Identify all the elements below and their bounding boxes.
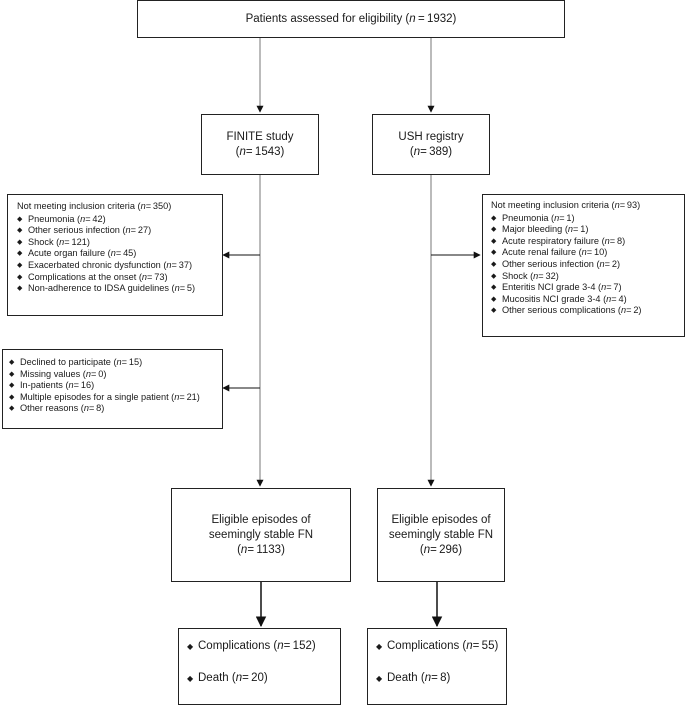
diamond-bullet-icon: ◆ — [17, 250, 23, 258]
ush-registry-title: USH registry — [398, 130, 464, 143]
diamond-bullet-icon: ◆ — [376, 674, 383, 683]
diamond-bullet-icon: ◆ — [17, 227, 23, 235]
diamond-bullet-icon: ◆ — [376, 642, 383, 651]
diamond-bullet-icon: ◆ — [491, 249, 497, 257]
list-item: ◆Other serious complications (n= 2) — [491, 305, 642, 316]
ush-registry-count: (n= 389) — [409, 145, 453, 158]
diamond-bullet-icon: ◆ — [9, 382, 15, 390]
finite-eligible-line2: seemingly stable FN — [208, 528, 314, 541]
finite-outcome-box: ◆Complications (n= 152) ◆Death (n= 20) — [178, 628, 341, 705]
finite-study-title: FINITE study — [226, 130, 294, 143]
finite-other-exclusions-list: ◆Declined to participate (n= 15) ◆Missin… — [9, 357, 216, 415]
list-item: ◆Declined to participate (n= 15) — [9, 357, 143, 367]
ush-exclusion-header: Not meeting inclusion criteria (n= 93) — [491, 200, 641, 210]
ush-eligible-line2: seemingly stable FN — [388, 528, 494, 541]
list-item: ◆Other reasons (n= 8) — [9, 403, 105, 414]
diamond-bullet-icon: ◆ — [17, 273, 23, 281]
list-item: ◆Non-adherence to IDSA guidelines (n= 5) — [17, 283, 196, 294]
diamond-bullet-icon: ◆ — [491, 237, 497, 245]
list-item: ◆Mucositis NCI grade 3-4 (n= 4) — [491, 293, 627, 304]
finite-exclusion-box: Not meeting inclusion criteria (n= 350) … — [7, 194, 223, 316]
root-box: Patients assessed for eligibility (n = 1… — [137, 0, 565, 38]
finite-study-count: (n= 1543) — [235, 145, 285, 158]
diamond-bullet-icon: ◆ — [9, 359, 15, 366]
list-item: ◆Complications at the onset (n= 73) — [17, 271, 168, 282]
list-item: ◆Acute respiratory failure (n= 8) — [491, 235, 626, 246]
finite-exclusion-header: Not meeting inclusion criteria (n= 350) — [17, 201, 172, 211]
diamond-bullet-icon: ◆ — [491, 284, 497, 292]
list-item: ◆Pneumonia (n= 42) — [17, 213, 106, 224]
diamond-bullet-icon: ◆ — [9, 405, 15, 413]
ush-exclusion-list: ◆Pneumonia (n= 1) ◆Major bleeding (n= 1)… — [491, 213, 680, 317]
list-item: ◆Complications (n= 55) — [376, 640, 499, 652]
list-item: ◆Pneumonia (n= 1) — [491, 212, 575, 223]
finite-study-box: FINITE study (n= 1543) — [201, 114, 319, 175]
diamond-bullet-icon: ◆ — [17, 285, 23, 293]
list-item: ◆Major bleeding (n= 1) — [491, 224, 589, 235]
list-item: ◆Exacerbated chronic dysfunction (n= 37) — [17, 259, 193, 270]
ush-eligible-line1: Eligible episodes of — [391, 513, 491, 526]
list-item: ◆Acute renal failure (n= 10) — [491, 247, 608, 258]
diamond-bullet-icon: ◆ — [491, 295, 497, 303]
list-item: ◆Shock (n= 32) — [491, 270, 559, 281]
list-item: ◆Acute organ failure (n= 45) — [17, 248, 137, 259]
finite-eligible-box: Eligible episodes of seemingly stable FN… — [171, 488, 351, 582]
list-item: ◆Other serious infection (n= 2) — [491, 258, 621, 269]
root-label: Patients assessed for eligibility (n = 1… — [245, 12, 457, 25]
diamond-bullet-icon: ◆ — [17, 238, 23, 246]
diamond-bullet-icon: ◆ — [491, 272, 497, 280]
list-item: ◆Multiple episodes for a single patient … — [9, 391, 200, 402]
diamond-bullet-icon: ◆ — [491, 307, 497, 315]
list-item: ◆Complications (n= 152) — [187, 640, 316, 652]
ush-eligible-box: Eligible episodes of seemingly stable FN… — [377, 488, 505, 582]
list-item: ◆In-patients (n= 16) — [9, 380, 95, 391]
diamond-bullet-icon: ◆ — [491, 260, 497, 268]
finite-exclusion-list: ◆Pneumonia (n= 42) ◆Other serious infect… — [17, 214, 216, 295]
list-item: ◆Shock (n= 121) — [17, 236, 90, 247]
ush-outcome-box: ◆Complications (n= 55) ◆Death (n= 8) — [367, 628, 507, 705]
diamond-bullet-icon: ◆ — [491, 226, 497, 234]
ush-exclusion-box: Not meeting inclusion criteria (n= 93) ◆… — [482, 194, 685, 337]
finite-eligible-line1: Eligible episodes of — [211, 513, 311, 526]
diamond-bullet-icon: ◆ — [17, 215, 23, 223]
list-item: ◆Enteritis NCI grade 3-4 (n= 7) — [491, 282, 622, 293]
list-item: ◆Death (n= 8) — [376, 672, 451, 684]
list-item: ◆Death (n= 20) — [187, 672, 268, 684]
finite-eligible-count: (n= 1133) — [237, 543, 285, 556]
diamond-bullet-icon: ◆ — [9, 393, 15, 401]
finite-other-exclusions-box: ◆Declined to participate (n= 15) ◆Missin… — [2, 349, 223, 429]
list-item: ◆Missing values (n= 0) — [9, 368, 107, 379]
ush-eligible-count: (n= 296) — [419, 543, 463, 556]
diamond-bullet-icon: ◆ — [17, 261, 23, 269]
ush-outcome-list: ◆Complications (n= 55) ◆Death (n= 8) — [376, 639, 500, 686]
finite-outcome-list: ◆Complications (n= 152) ◆Death (n= 20) — [187, 639, 334, 686]
diamond-bullet-icon: ◆ — [9, 370, 15, 378]
diamond-bullet-icon: ◆ — [491, 214, 497, 222]
ush-registry-box: USH registry (n= 389) — [372, 114, 490, 175]
diamond-bullet-icon: ◆ — [187, 642, 194, 651]
diamond-bullet-icon: ◆ — [187, 674, 194, 683]
list-item: ◆Other serious infection (n= 27) — [17, 225, 152, 236]
